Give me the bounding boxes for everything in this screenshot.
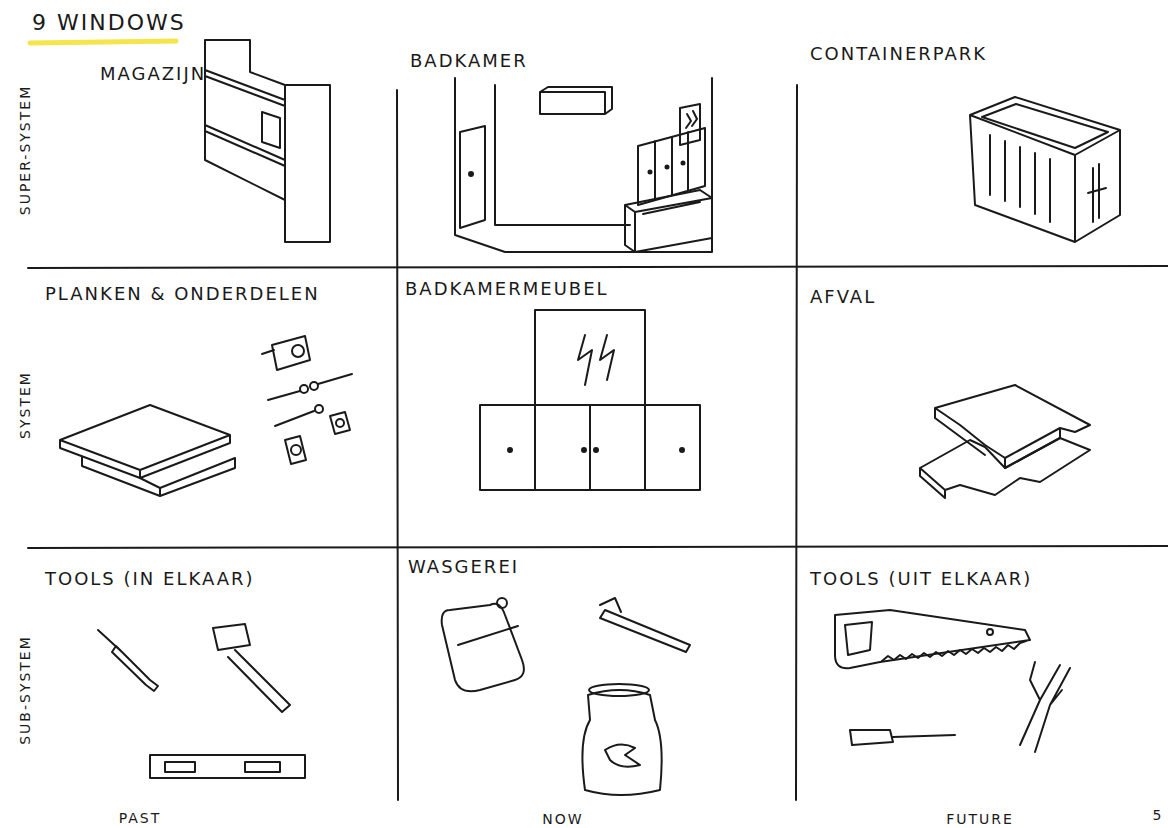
cell-heading: MAGAZIJN — [100, 63, 393, 85]
toiletries-drawing — [582, 690, 661, 795]
bathroom-drawing — [469, 172, 473, 176]
disassembly-tools-drawing — [850, 730, 955, 745]
hardware-drawing — [336, 419, 344, 427]
hardware-drawing — [268, 374, 352, 426]
waste-drawing — [920, 438, 1090, 498]
hardware-drawing — [310, 382, 318, 390]
bathroom-drawing — [638, 128, 705, 205]
bathroom-furniture-drawing — [680, 448, 684, 452]
diagram-title: 9 WINDOWS — [32, 10, 186, 36]
grid-line — [28, 85, 1168, 800]
column-label: PAST — [119, 809, 162, 827]
column-label: NOW — [542, 810, 583, 828]
container-drawing — [982, 104, 1108, 148]
bathroom-drawing — [540, 87, 612, 114]
bathroom-drawing — [455, 78, 712, 252]
hardware-drawing — [285, 412, 350, 464]
bathroom-drawing — [682, 162, 685, 165]
window-cell: TOOLS (IN ELKAAR) — [35, 548, 397, 800]
disassembly-tools-drawing — [835, 610, 1070, 752]
waste-drawing — [935, 385, 1090, 468]
cell-heading: AFVAL — [810, 286, 1164, 308]
grid-line — [28, 546, 1168, 548]
bathroom-furniture-drawing — [480, 310, 700, 490]
hardware-drawing — [262, 336, 352, 464]
window-cell: MAGAZIJN — [35, 30, 397, 268]
cell-heading: BADKAMER — [410, 50, 793, 72]
boards-drawing — [60, 405, 235, 496]
cell-heading: WASGEREI — [408, 556, 793, 578]
shelf-drawing — [205, 40, 330, 242]
shelf-drawing — [205, 40, 330, 242]
assembly-tools-drawing — [150, 755, 305, 778]
toiletries-drawing — [497, 598, 507, 608]
disassembly-tools-drawing — [835, 610, 1030, 668]
title-highlight — [30, 41, 176, 43]
boards-drawing — [82, 457, 235, 496]
toiletries-drawing — [600, 598, 690, 652]
page-number: 5 — [1153, 806, 1164, 824]
hardware-drawing — [291, 445, 301, 455]
container-drawing — [970, 97, 1120, 242]
bathroom-furniture-drawing — [535, 310, 645, 405]
bathroom-drawing — [680, 104, 700, 145]
bathroom-drawing — [455, 78, 712, 252]
toiletries-drawing — [605, 744, 640, 766]
cell-heading: CONTAINERPARK — [810, 43, 1164, 65]
disassembly-tools-drawing — [987, 629, 993, 635]
cell-heading: BADKAMERMEUBEL — [405, 278, 793, 300]
toiletries-drawing — [442, 598, 690, 795]
bathroom-drawing — [666, 166, 669, 169]
window-cell: WASGEREI — [397, 548, 797, 800]
bathroom-furniture-drawing — [508, 448, 512, 452]
disassembly-tools-drawing — [882, 641, 1026, 661]
bathroom-furniture-drawing — [480, 405, 700, 490]
hardware-drawing — [262, 336, 310, 370]
window-cell: CONTAINERPARK — [797, 30, 1168, 268]
window-cell: AFVAL — [797, 268, 1168, 548]
bathroom-drawing — [625, 190, 712, 252]
bathroom-drawing — [649, 171, 652, 174]
waste-drawing — [920, 385, 1090, 498]
container-drawing — [990, 135, 1050, 222]
column-label: FUTURE — [946, 810, 1014, 828]
grid-line — [397, 90, 398, 800]
cell-heading: TOOLS (IN ELKAAR) — [45, 568, 393, 590]
toiletries-drawing — [589, 684, 649, 696]
hardware-drawing — [300, 385, 308, 393]
window-cell: BADKAMERMEUBEL — [397, 268, 797, 548]
assembly-tools-drawing — [98, 630, 158, 691]
row-label: SUPER-SYSTEM — [16, 85, 34, 215]
window-cell: TOOLS (UIT ELKAAR) — [797, 548, 1168, 800]
window-cell: BADKAMER — [397, 30, 797, 268]
toiletries-drawing — [442, 604, 524, 692]
window-cell: PLANKEN & ONDERDELEN — [35, 268, 397, 548]
hardware-drawing — [292, 345, 304, 357]
disassembly-tools-drawing — [1020, 662, 1070, 752]
cell-heading: PLANKEN & ONDERDELEN — [45, 283, 393, 305]
row-label: SUB-SYSTEM — [16, 635, 34, 745]
container-drawing — [1088, 164, 1106, 222]
grid-line — [796, 85, 797, 800]
assembly-tools-drawing — [213, 624, 290, 712]
grid-line — [28, 266, 1168, 268]
bathroom-furniture-drawing — [578, 335, 614, 385]
cell-heading: TOOLS (UIT ELKAAR) — [810, 568, 1164, 590]
container-drawing — [970, 97, 1120, 242]
assembly-tools-drawing — [98, 624, 305, 778]
bathroom-drawing — [460, 126, 485, 228]
bathroom-furniture-drawing — [594, 448, 598, 452]
bathroom-furniture-drawing — [582, 448, 586, 452]
hardware-drawing — [315, 405, 323, 413]
row-label: SYSTEM — [16, 371, 34, 439]
